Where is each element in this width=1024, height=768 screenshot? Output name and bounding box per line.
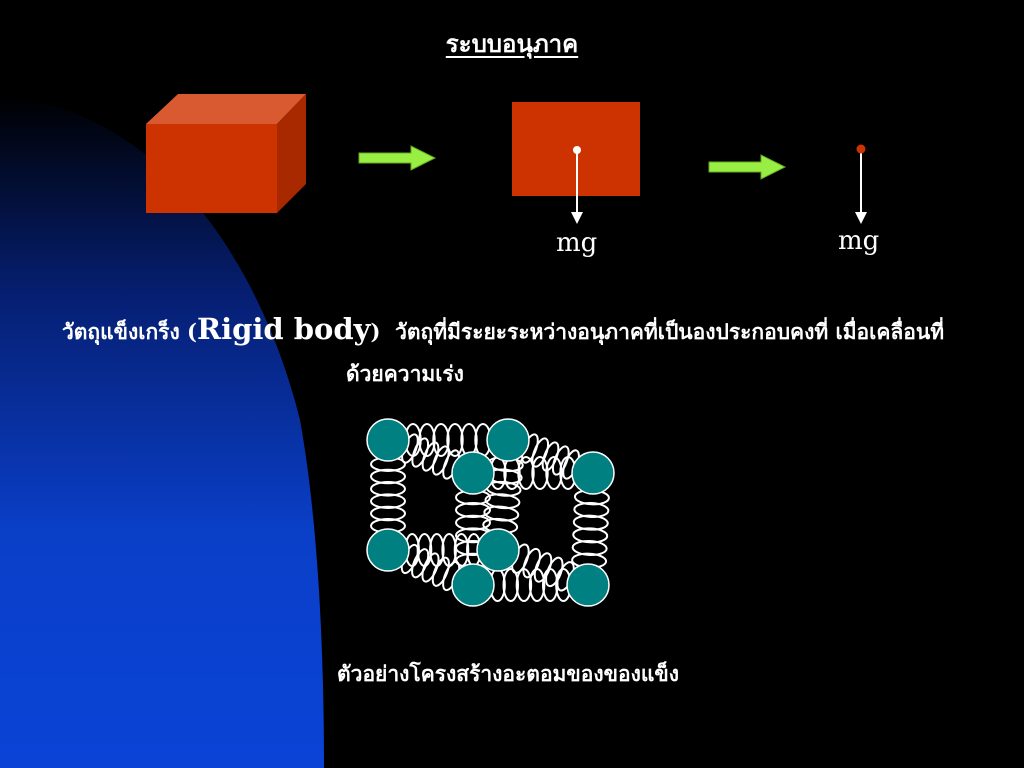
rigid-block-3d [146,94,306,213]
block-with-weight-arrow [512,102,640,224]
point-particle [855,144,867,224]
atom [451,451,495,495]
term-suffix: ) [370,319,381,344]
atom [571,451,615,495]
atom [451,563,495,607]
term-prefix: วัตถุแข็งเกร็ง ( [62,319,197,344]
atom [366,528,410,572]
diagram-caption: ตัวอย่างโครงสร้างอะตอมของของแข็ง [337,661,679,686]
atom [366,418,410,462]
definition-line2: ด้วยความเร่ง [346,361,464,386]
rigid-body-definition: วัตถุแข็งเกร็ง (Rigid body) วัตถุที่มีระ… [62,312,962,349]
atomic-lattice-diagram [366,418,615,607]
term-english: Rigid body [196,312,371,346]
slide-title: ระบบอนุภาค [445,29,579,58]
right-arrow-icon [708,154,787,180]
weight-label-1: mg [556,228,598,258]
definition-line1: วัตถุที่มีระยะระหว่างอนุภาคที่เป็นองประก… [395,319,945,344]
weight-label-2: mg [838,226,880,256]
atom [486,418,530,462]
atom [476,528,520,572]
atom [566,563,610,607]
right-arrow-icon [358,145,437,171]
